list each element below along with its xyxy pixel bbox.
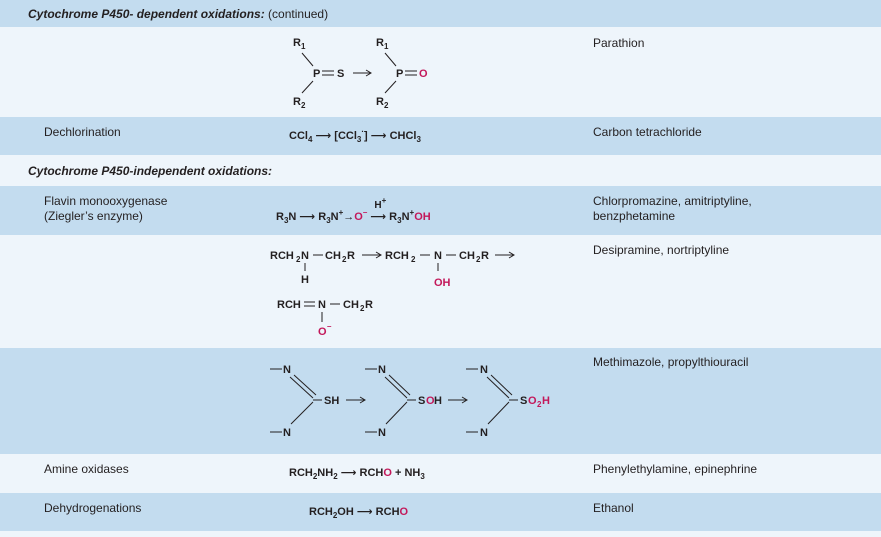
row-flavin-monooxygenase: Flavin monooxygenase (Ziegler’s enzyme) …: [0, 186, 881, 235]
svg-text:R: R: [376, 37, 384, 49]
svg-text:O: O: [426, 395, 435, 407]
example-drugs: Ethanol: [593, 501, 634, 515]
svg-text:RCH: RCH: [385, 250, 409, 262]
svg-text:2: 2: [411, 255, 416, 264]
svg-text:1: 1: [384, 42, 389, 51]
svg-text:2: 2: [360, 304, 365, 313]
row-dehydrogenations: Dehydrogenations RCH2OH ⟶ RCHO Ethanol: [0, 493, 881, 531]
svg-text:R: R: [293, 37, 301, 49]
svg-text:2: 2: [537, 400, 542, 409]
example-drugs: Carbon tetrachloride: [593, 125, 702, 139]
svg-text:1: 1: [301, 42, 306, 51]
flavin-reaction: R3N ⟶ R3N+→O– ⟶H+ R3N+OH: [276, 196, 431, 225]
svg-text:N: N: [283, 364, 291, 376]
svg-text:R: R: [347, 250, 355, 262]
svg-text:N: N: [480, 364, 488, 376]
svg-text:O: O: [528, 395, 537, 407]
example-drugs: Phenylethylamine, epinephrine: [593, 462, 758, 476]
svg-text:OH: OH: [434, 277, 451, 289]
svg-text:O: O: [419, 68, 428, 80]
enzyme-name: Dechlorination: [44, 125, 121, 139]
svg-text:H: H: [542, 395, 550, 407]
example-drugs: Desipramine, nortriptyline: [593, 243, 730, 257]
example-drugs: Parathion: [593, 36, 645, 50]
svg-text:R: R: [481, 250, 489, 262]
svg-text:R: R: [293, 96, 301, 108]
svg-text:2: 2: [301, 101, 306, 110]
svg-text:H: H: [434, 395, 442, 407]
svg-text:O: O: [318, 326, 327, 338]
svg-text:N: N: [434, 250, 442, 262]
svg-text:RCH: RCH: [277, 299, 301, 311]
row-amine-oxidases: Amine oxidases RCH2NH2 ⟶ RCHO + NH3 Phen…: [0, 454, 881, 493]
row-methimazole: Methimazole, propylthiouracil N SH N N S…: [0, 348, 881, 454]
section-title: Cytochrome P450- dependent oxidations: (…: [28, 7, 329, 21]
amine-oxidase-reaction: RCH2NH2 ⟶ RCHO + NH3: [289, 467, 425, 481]
svg-text:–: –: [327, 322, 332, 331]
table-bottom-edge: [0, 531, 881, 537]
svg-text:R: R: [365, 299, 373, 311]
dechlorination-reaction: CCl4 ⟶ [CCl3·] ⟶ CHCl3: [289, 127, 421, 144]
svg-text:N: N: [480, 427, 488, 439]
svg-text:N: N: [283, 427, 291, 439]
enzyme-name: Flavin monooxygenase (Ziegler’s enzyme): [44, 194, 168, 223]
section-header-p450-dependent: Cytochrome P450- dependent oxidations: (…: [0, 0, 881, 27]
svg-text:CH: CH: [459, 250, 475, 262]
enzyme-name: Amine oxidases: [44, 462, 129, 476]
svg-text:2: 2: [476, 255, 481, 264]
svg-text:2: 2: [342, 255, 347, 264]
svg-text:N: N: [378, 364, 386, 376]
svg-text:P: P: [313, 68, 320, 80]
dehydrogenation-reaction: RCH2OH ⟶ RCHO: [309, 506, 409, 520]
svg-text:CH: CH: [343, 299, 359, 311]
svg-text:N: N: [301, 250, 309, 262]
svg-text:N: N: [318, 299, 326, 311]
svg-text:R: R: [376, 96, 384, 108]
svg-text:N: N: [378, 427, 386, 439]
svg-text:CH: CH: [325, 250, 341, 262]
row-dechlorination: Dechlorination CCl4 ⟶ [CCl3·] ⟶ CHCl3 Ca…: [0, 117, 881, 155]
svg-text:H: H: [301, 274, 309, 286]
enzyme-name: Dehydrogenations: [44, 501, 142, 515]
example-drugs: Methimazole, propylthiouracil: [593, 355, 749, 369]
section-title: Cytochrome P450-independent oxidations:: [28, 164, 273, 178]
svg-text:2: 2: [296, 255, 301, 264]
svg-text:SH: SH: [324, 395, 339, 407]
svg-text:S: S: [520, 395, 527, 407]
example-drugs: Chlorpromazine, amitriptyline, benzpheta…: [593, 194, 752, 223]
svg-text:2: 2: [384, 101, 389, 110]
svg-text:S: S: [418, 395, 425, 407]
svg-text:RCH: RCH: [270, 250, 294, 262]
svg-text:S: S: [337, 68, 344, 80]
section-header-p450-independent: Cytochrome P450-independent oxidations:: [0, 155, 881, 186]
methimazole-reaction-structure: N SH N N S O H N N S O: [270, 364, 550, 439]
svg-text:P: P: [396, 68, 403, 80]
